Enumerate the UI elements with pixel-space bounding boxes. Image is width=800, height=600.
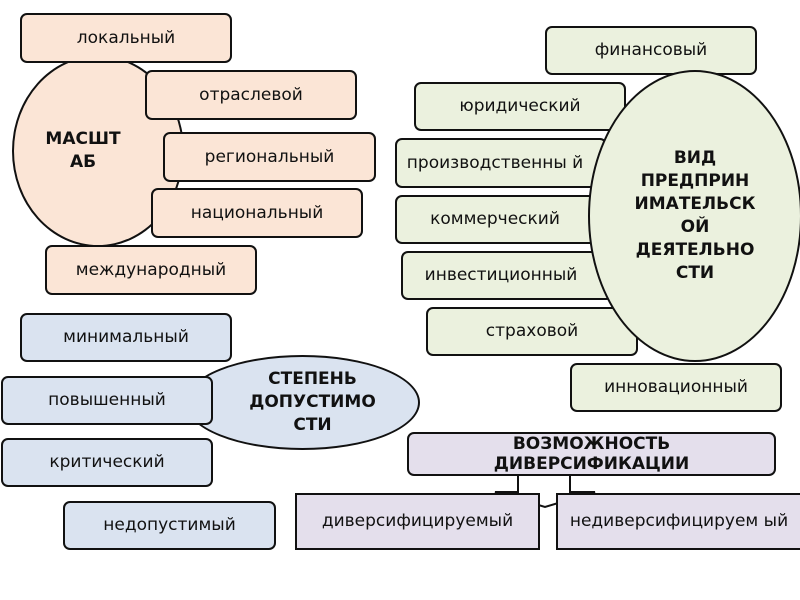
- scale-item-international: международный: [45, 245, 257, 295]
- diversification-title-box: ВОЗМОЖНОСТЬ ДИВЕРСИФИКАЦИИ: [407, 432, 776, 476]
- scale-item-national: национальный: [151, 188, 363, 238]
- diversification-title: ВОЗМОЖНОСТЬ ДИВЕРСИФИКАЦИИ: [493, 433, 690, 474]
- degree-item-critical: критический: [1, 438, 213, 487]
- type-item-financial: финансовый: [545, 26, 757, 75]
- scale-title: МАСШТ АБ: [45, 129, 121, 172]
- type-item-production: производственны й: [395, 138, 607, 188]
- type-item-legal: юридический: [414, 82, 626, 131]
- degree-item-elevated: повышенный: [1, 376, 213, 425]
- type-title: ВИД ПРЕДПРИН ИМАТЕЛЬСК ОЙ ДЕЯТЕЛЬНО СТИ: [634, 148, 756, 283]
- scale-item-regional: региональный: [163, 132, 376, 182]
- degree-item-unacceptable: недопустимый: [63, 501, 276, 550]
- nondiversifiable-label: недиверсифицируем ый: [569, 511, 789, 532]
- scale-item-local: локальный: [20, 13, 232, 63]
- type-item-insurance: страховой: [426, 307, 638, 356]
- diversification-item-diversifiable: диверсифицируемый: [295, 493, 540, 550]
- type-item-investment: инвестиционный: [401, 251, 613, 300]
- type-item-commercial: коммерческий: [395, 195, 607, 244]
- diversification-item-nondiversifiable: недиверсифицируем ый: [556, 493, 800, 550]
- scale-item-sector: отраслевой: [145, 70, 357, 120]
- degree-title: СТЕПЕНЬ ДОПУСТИМО СТИ: [249, 369, 376, 435]
- type-ellipse: ВИД ПРЕДПРИН ИМАТЕЛЬСК ОЙ ДЕЯТЕЛЬНО СТИ: [588, 70, 800, 362]
- degree-ellipse: СТЕПЕНЬ ДОПУСТИМО СТИ: [185, 355, 420, 450]
- type-item-innovation: инновационный: [570, 363, 782, 412]
- degree-item-minimal: минимальный: [20, 313, 232, 362]
